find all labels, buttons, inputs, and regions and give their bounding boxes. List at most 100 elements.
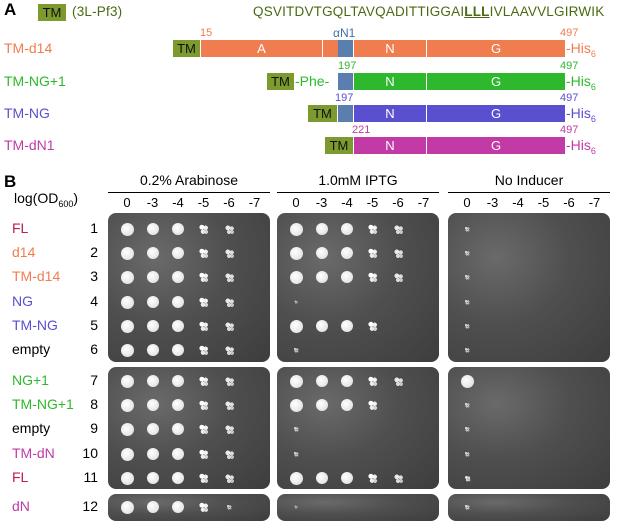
his-text: -His [566,40,591,56]
strain-label: empty [12,341,51,357]
colony-spot [341,223,353,235]
colony-spot [146,375,159,387]
colony-spot [197,296,210,308]
colony-spot [366,472,379,484]
colony-spot [464,250,470,256]
colony-spot [315,223,328,235]
his-tag-tm-ng: -His6 [566,105,596,124]
dilution-label: -3 [486,195,499,210]
strain-number: 4 [90,293,98,309]
colony-spot [146,344,159,356]
colony-spot [315,320,328,332]
dilution-label: -6 [392,195,404,210]
construct-tm-box-tm-ng-plus1: TM [267,73,294,90]
colony-spot [223,344,235,356]
colony-spot [146,223,159,235]
colony-spot [197,271,210,283]
construct-tm-box-tm-ng: TM [308,105,337,122]
colony-spot [197,344,210,356]
construct-name-tm-ng: TM-NG [4,105,50,121]
construct-name-tm-ng-plus1: TM-NG+1 [4,73,66,89]
colony-spot [366,375,379,387]
sequence-after: IVLAAVVLGIRWIK [489,4,605,19]
condition-header: No Inducer [494,172,564,188]
condition-underline [448,192,610,193]
strain-number: 7 [90,372,98,388]
strain-label: FL [12,220,29,236]
dilution-label: -5 [366,195,379,210]
agar-plate [108,367,270,489]
strain-number: 12 [82,498,98,514]
segment-a-tm-d14: A [201,40,322,57]
colony-spot [197,320,210,332]
segment-g-tm-d14: G [427,40,565,57]
colony-spot [197,375,210,387]
colony-spot [120,500,134,514]
strain-number: 11 [83,469,98,485]
colony-spot [223,375,235,387]
colony-spot [223,423,235,435]
strain-number: 5 [90,317,98,333]
colony-spot [289,270,303,284]
dilution-label: -3 [315,195,328,210]
strain-number: 8 [90,396,98,412]
dilution-label: -4 [512,195,524,210]
colony-spot [172,375,184,387]
colony-spot [146,271,159,283]
colony-spot [223,247,235,259]
colony-spot [197,423,210,435]
colony-spot [120,319,134,333]
colony-spot [120,471,134,485]
agar-plate [277,213,439,362]
his-sub: 6 [590,81,596,92]
dilution-label: 0 [463,195,471,210]
colony-spot [315,247,328,259]
dilution-label: -4 [172,195,184,210]
colony-spot [120,295,134,309]
colony-spot [289,319,303,333]
agar-plate [277,494,439,521]
strain-label: empty [12,420,51,436]
agar-plate [277,367,439,489]
condition-header: 1.0mM IPTG [318,172,398,188]
colony-spot [392,472,404,484]
colony-spot [146,320,159,332]
strain-number: 6 [90,341,98,357]
condition-underline [108,192,270,193]
construct-end-tm-d14: 497 [560,27,579,39]
construct-tm-box-tm-d14: TM [173,40,200,57]
colony-spot [341,472,353,484]
colony-spot [172,296,184,308]
construct-end-tm-dn1: 497 [560,124,579,136]
colony-spot [464,274,470,280]
colony-spot [464,347,470,353]
dilution-label: -3 [146,195,159,210]
colony-spot [293,451,299,457]
colony-spot [120,374,134,388]
colony-spot [294,505,298,509]
dilution-label: -6 [223,195,235,210]
colony-spot [223,472,235,484]
colony-spot [366,320,379,332]
colony-spot [366,399,379,411]
colony-spot [146,501,159,513]
agar-plate [448,367,610,489]
panel-b-letter: B [4,172,17,191]
strain-label: TM-NG [12,317,58,333]
colony-spot [341,399,353,411]
his-sub: 6 [590,145,596,156]
colony-spot [463,474,471,482]
dilution-label: -4 [341,195,353,210]
an1-segment-tm-ng [338,105,353,122]
colony-spot [223,320,235,332]
strain-number: 9 [90,420,98,436]
colony-spot [464,504,470,510]
dilution-label: -7 [588,195,601,210]
construct-start-tm-dn1: 221 [352,124,371,136]
colony-spot [289,222,303,236]
segment-g-tm-ng: G [427,105,565,122]
strain-number: 3 [90,268,98,284]
colony-spot [341,271,353,283]
strain-label: NG+1 [12,372,49,388]
colony-spot [460,374,474,388]
